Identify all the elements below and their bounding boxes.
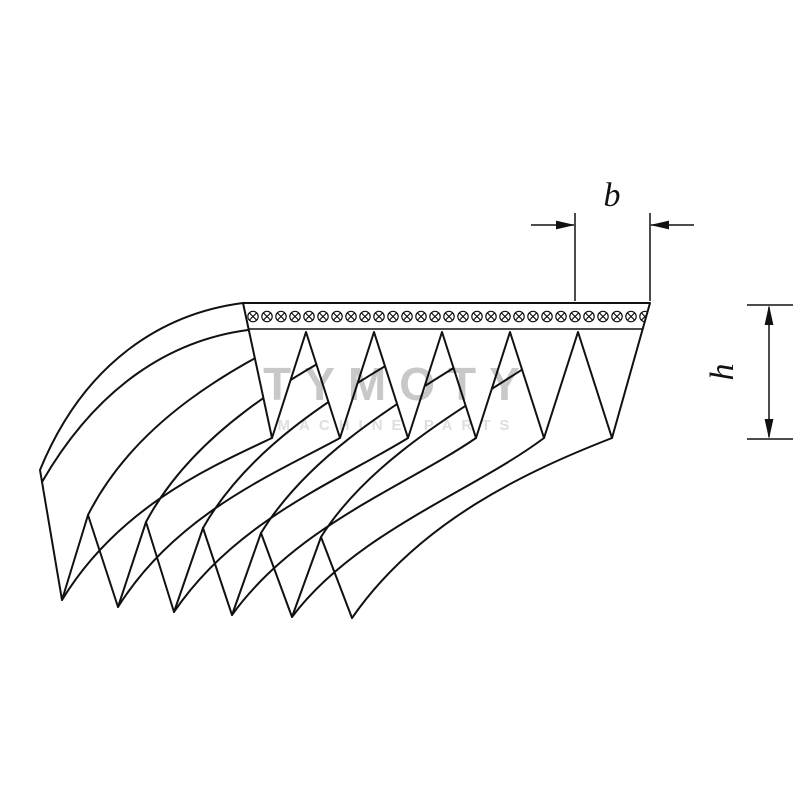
dimension-h: h [704,304,793,440]
rib-tip-curve [173,437,409,613]
arrowhead-down-icon [764,419,774,439]
arrowhead-right-icon [556,220,575,230]
rib-tip-curve [291,437,545,618]
watermark: TYMOTY MACHINE PARTS [263,358,533,434]
belt-back-inner-curve [41,329,249,483]
belt-near-edge-curve [351,437,613,619]
rib-tip-curve [61,437,273,601]
face-outline [242,302,651,439]
dimension-b: b [531,177,694,301]
belt-cross-section-face [242,302,651,439]
watermark-subtitle: MACHINE PARTS [278,417,519,434]
belt-outer-edge [39,302,353,619]
arrowhead-up-icon [764,305,774,325]
dimension-h-label: h [704,364,741,381]
watermark-title: TYMOTY [263,358,533,410]
rib-tip-curve [231,437,477,616]
arrowhead-left-icon [650,220,669,230]
rib-tip-curve [117,437,341,608]
dimension-b-label: b [604,177,621,214]
cord-layer-hatch [245,304,649,329]
